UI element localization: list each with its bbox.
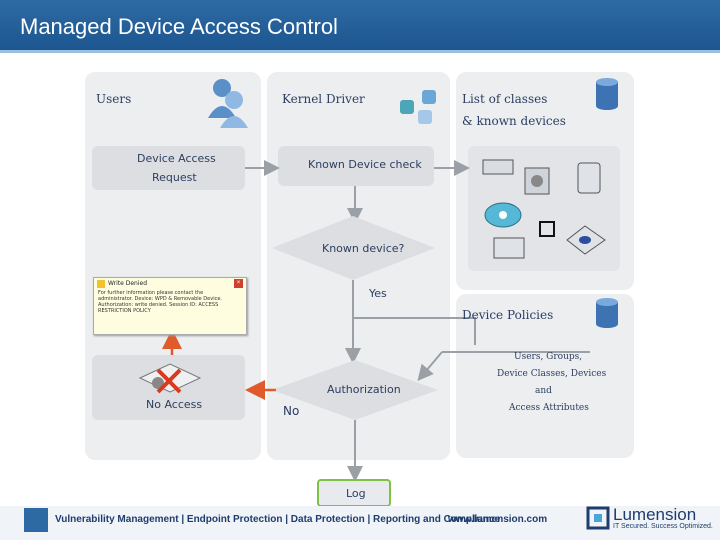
warning-icon: [97, 280, 105, 288]
kernel-driver-icon: [400, 90, 436, 124]
policies-line3: and: [535, 386, 552, 396]
footer-url[interactable]: www.lumension.com: [448, 514, 548, 525]
disc-device-icon: [484, 202, 522, 228]
write-denied-dialog: Write Denied × For further information p…: [93, 277, 247, 335]
classes-label-line2: & known devices: [462, 114, 566, 128]
lumension-logo-icon: [586, 506, 610, 530]
policies-database-icon: [596, 298, 618, 328]
request-label-line2: Request: [152, 171, 197, 184]
usb-device-icon: [539, 221, 555, 237]
device-access-request-box: [92, 146, 245, 190]
drive-device-icon: [493, 237, 525, 259]
classes-label-line1: List of classes: [462, 92, 548, 106]
deny-x-icon: [156, 368, 182, 394]
yes-to-policies-arrow: [353, 317, 476, 345]
page-title: Managed Device Access Control: [20, 14, 338, 39]
users-label: Users: [96, 92, 132, 106]
dialog-body: For further information please contact t…: [98, 290, 222, 314]
authorization-decision: [272, 360, 438, 420]
title-underline: [0, 50, 720, 53]
classes-database-icon: [596, 78, 618, 110]
title-bar: [0, 0, 720, 50]
footer-bar: [0, 506, 720, 540]
policies-line1: Users, Groups,: [514, 352, 583, 362]
scanner-device-icon: [482, 159, 514, 175]
pda-device-icon: [577, 162, 601, 194]
no-label: No: [283, 404, 300, 418]
camera-device-icon: [524, 167, 550, 195]
known-device-label: Known device?: [322, 242, 405, 255]
mouse-device-icon: [566, 225, 606, 255]
footer-tagline: Vulnerability Management | Endpoint Prot…: [55, 514, 501, 525]
known-device-check-box: [278, 146, 434, 186]
no-access-label: No Access: [146, 398, 203, 411]
footer-square-icon: [24, 508, 48, 532]
brand-name: Lumension: [613, 505, 697, 524]
policies-to-authorization-arrow-2: [417, 351, 443, 382]
kernel-driver-label: Kernel Driver: [282, 92, 365, 106]
device-policies-label: Device Policies: [462, 308, 554, 322]
yes-label: Yes: [369, 287, 387, 300]
log-label: Log: [346, 487, 366, 500]
known-device-decision: [272, 216, 435, 280]
dialog-title: Write Denied: [108, 280, 148, 287]
close-icon[interactable]: ×: [234, 279, 243, 288]
brand-tagline: IT Secured. Success Optimized.: [613, 523, 713, 530]
policies-line2: Device Classes, Devices: [497, 369, 607, 379]
policies-line4: Access Attributes: [509, 403, 589, 413]
known-device-check-label: Known Device check: [308, 158, 422, 171]
request-label-line1: Device Access: [137, 152, 216, 165]
authorization-label: Authorization: [327, 383, 401, 396]
users-icon: [208, 79, 248, 128]
